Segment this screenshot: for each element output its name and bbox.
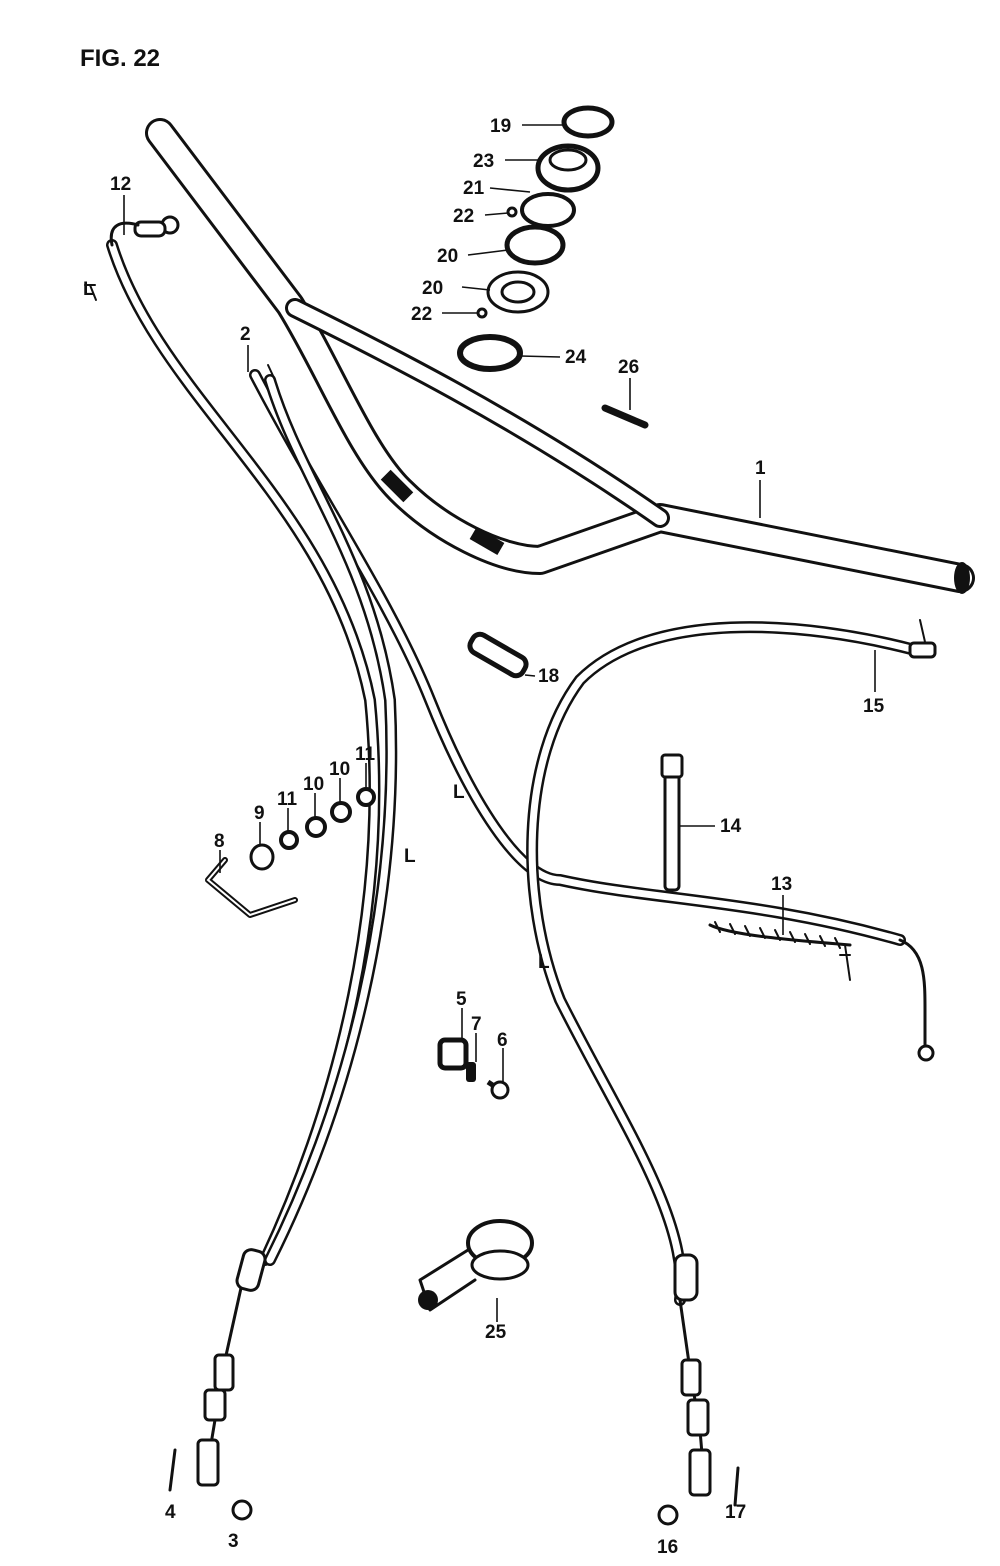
callout-21: 21 [463, 178, 485, 199]
handlebar [145, 118, 975, 594]
callout-2: 2 [240, 324, 251, 345]
callout-15: 15 [863, 696, 885, 717]
callout-16: 16 [657, 1537, 678, 1558]
callout-7: 7 [471, 1014, 482, 1035]
callout-20a: 20 [437, 246, 458, 267]
callout-23: 23 [473, 151, 494, 172]
bolt-14 [660, 753, 684, 892]
callout-10b: 10 [329, 759, 350, 780]
cable-holder-18 [467, 631, 529, 679]
callout-14: 14 [720, 816, 742, 837]
callout-13: 13 [771, 874, 792, 895]
callout-6: 6 [497, 1030, 508, 1051]
callout-9: 9 [254, 803, 265, 824]
length-mark-2: L [404, 846, 416, 867]
callout-11a: 11 [277, 789, 298, 810]
callout-labels: 1 2 3 4 5 6 7 8 9 10 10 11 11 12 13 14 1… [83, 116, 885, 1558]
left-adjuster [168, 1248, 267, 1521]
length-mark-1: L [453, 782, 465, 803]
callout-26: 26 [618, 357, 639, 378]
length-mark-4: L [83, 279, 95, 300]
right-adjuster [657, 1253, 740, 1526]
callout-17: 17 [725, 1502, 746, 1523]
callout-19: 19 [490, 116, 511, 137]
callout-8: 8 [214, 831, 225, 852]
leader-lines [123, 124, 876, 1322]
steering-stem-parts [457, 105, 649, 429]
length-mark-3: L [538, 952, 550, 973]
callout-22a: 22 [453, 206, 474, 227]
callout-10a: 10 [303, 774, 324, 795]
callout-12: 12 [110, 174, 131, 195]
callout-5: 5 [456, 989, 467, 1010]
figure-title: FIG. 22 [80, 45, 160, 72]
screw-parts [437, 1037, 510, 1100]
callout-22b: 22 [411, 304, 432, 325]
bracket-parts [205, 787, 376, 918]
callout-20b: 20 [422, 278, 443, 299]
callout-11b: 11 [355, 744, 376, 765]
callout-25: 25 [485, 1322, 507, 1343]
callout-3: 3 [228, 1531, 239, 1552]
callout-24: 24 [565, 347, 587, 368]
callout-4: 4 [165, 1502, 176, 1523]
callout-18: 18 [538, 666, 559, 687]
cables [84, 215, 937, 1306]
throttle-housing-25 [418, 1219, 534, 1312]
callout-1: 1 [755, 458, 766, 479]
